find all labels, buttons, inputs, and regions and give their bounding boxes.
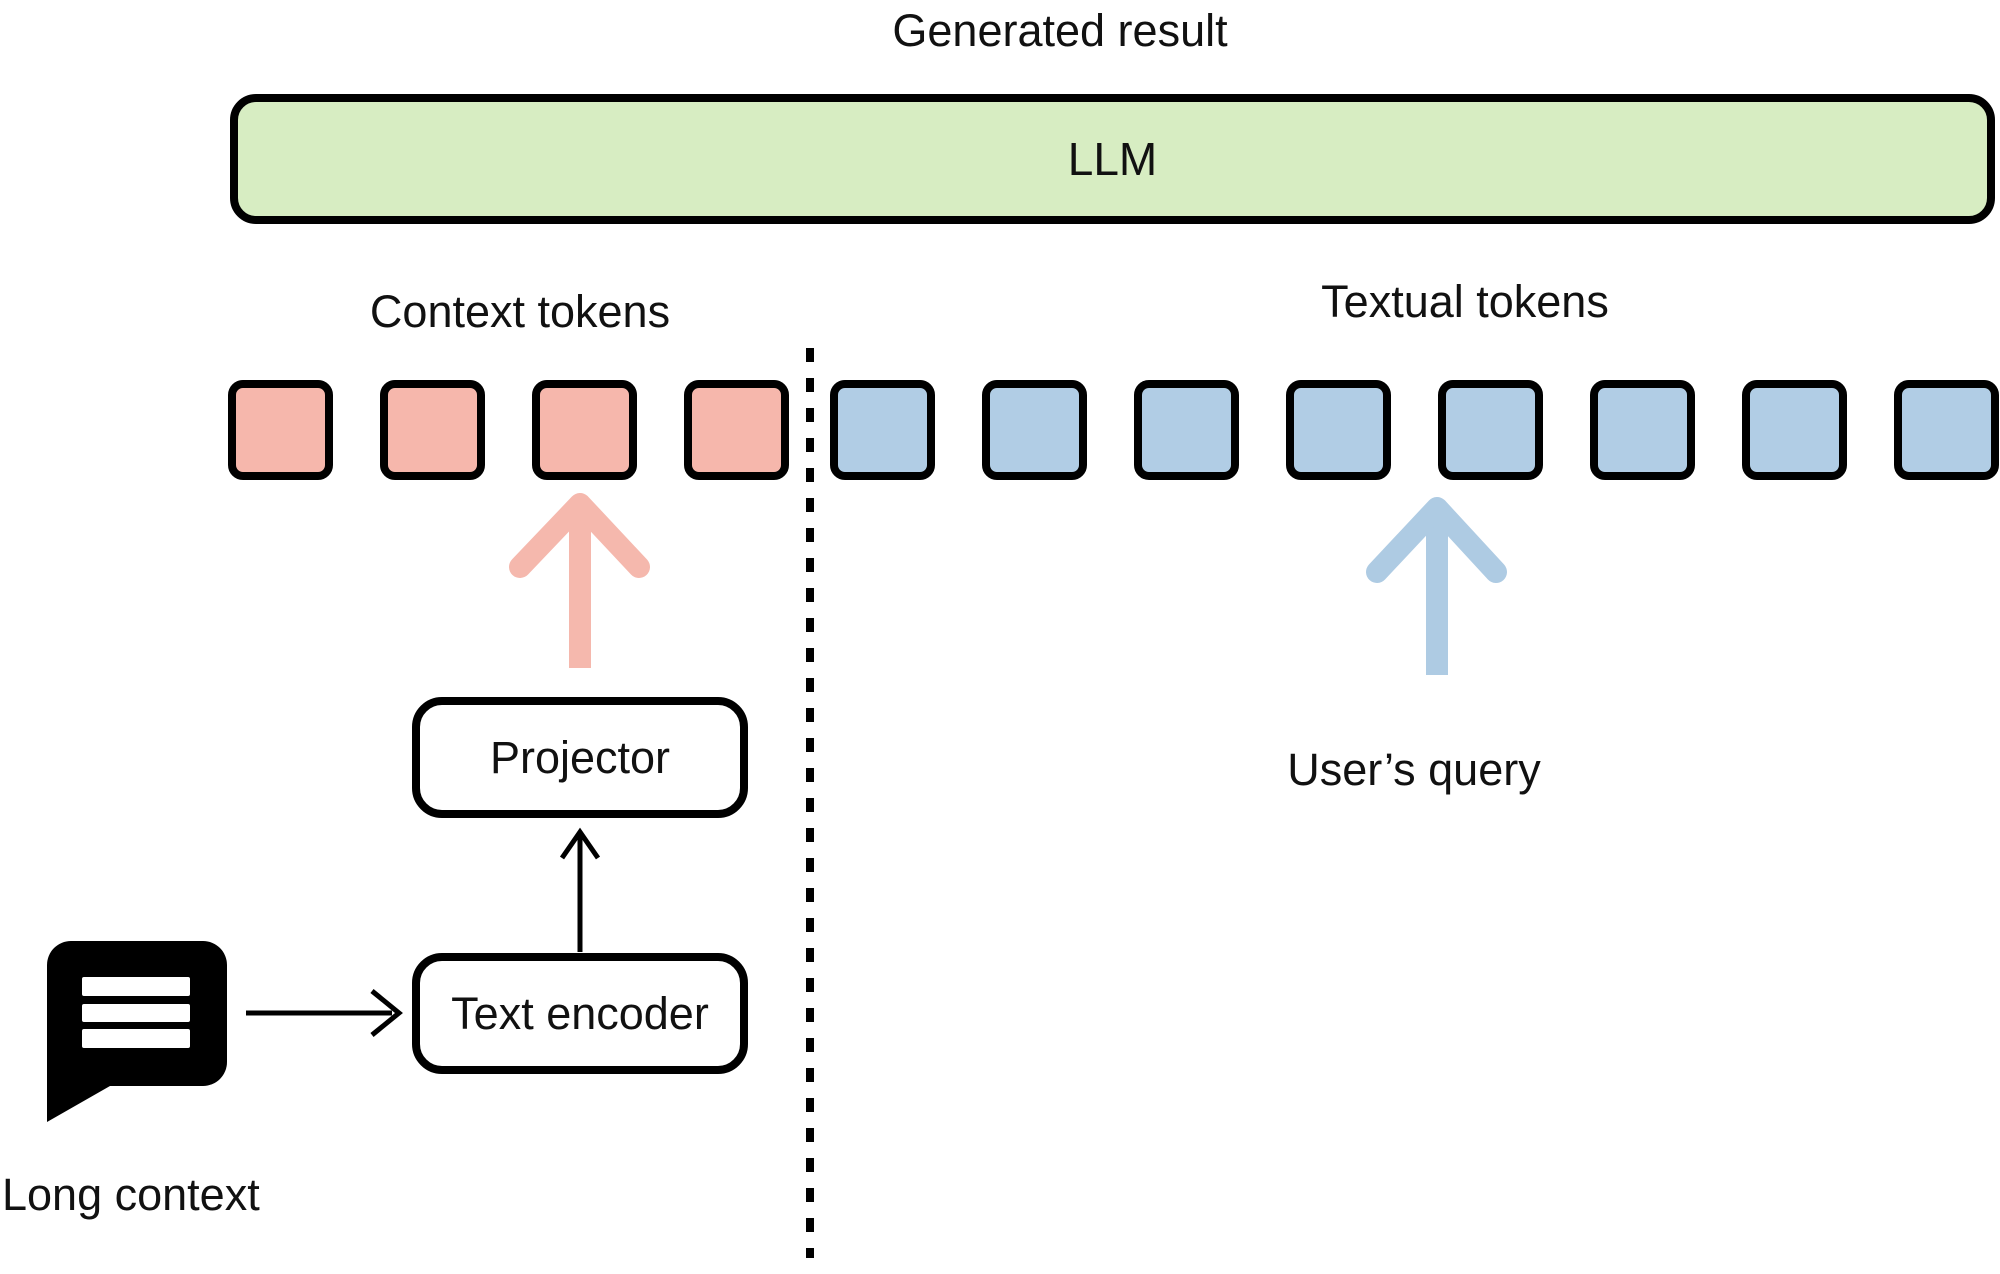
chat-bubble-icon (47, 941, 227, 1122)
textual-token (830, 380, 935, 480)
long-context-label: Long context (2, 1169, 260, 1220)
textual-token (982, 380, 1087, 480)
llm-label: LLM (1067, 133, 1158, 185)
textual-token (1742, 380, 1847, 480)
projector-label: Projector (489, 731, 671, 783)
context-token (532, 380, 637, 480)
textual-token (1438, 380, 1543, 480)
textual-tokens-label: Textual tokens (1321, 276, 1609, 327)
context-up-arrow-icon (509, 493, 650, 668)
textual-up-arrow-icon (1366, 497, 1507, 675)
context-to-encoder-arrow-icon (246, 989, 403, 1037)
context-token (228, 380, 333, 480)
textual-token (1894, 380, 1999, 480)
generated-result-label: Generated result (892, 5, 1228, 56)
textual-token (1134, 380, 1239, 480)
context-token (380, 380, 485, 480)
users-query-label: User’s query (1287, 744, 1541, 795)
textual-token (1286, 380, 1391, 480)
projector-box: Projector (412, 697, 748, 818)
text-encoder-box: Text encoder (412, 953, 748, 1074)
encoder-to-projector-arrow-icon (559, 827, 601, 952)
context-token (684, 380, 789, 480)
context-tokens-label: Context tokens (369, 286, 671, 337)
llm-box: LLM (230, 94, 1995, 224)
text-encoder-label: Text encoder (451, 987, 709, 1039)
textual-token (1590, 380, 1695, 480)
